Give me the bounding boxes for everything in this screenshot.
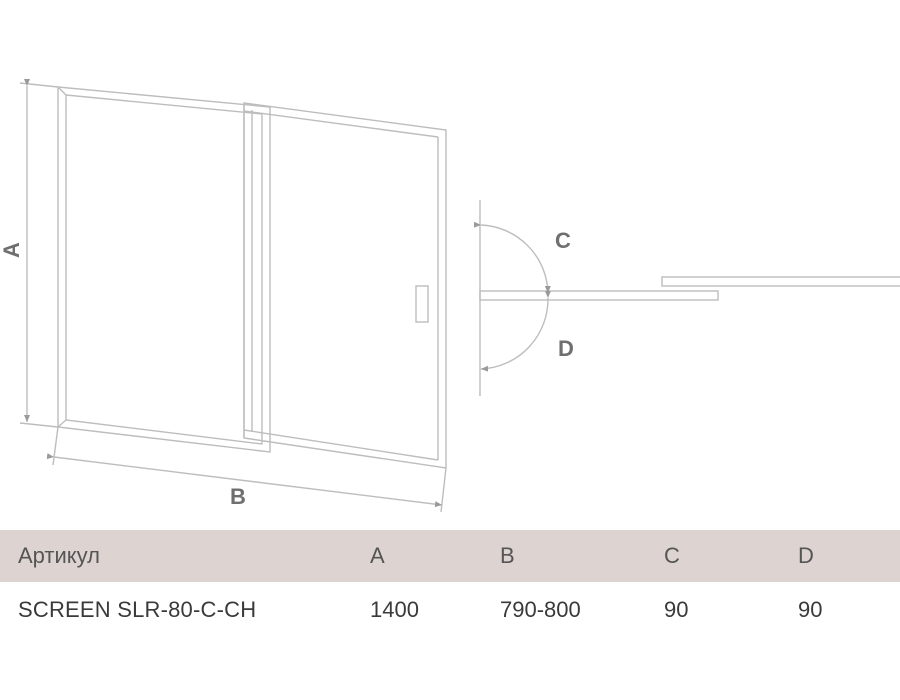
angle-arc-d: [480, 290, 551, 372]
dimension-b: [46, 426, 447, 513]
rotating-panel: [479, 290, 719, 301]
spec-table: Артикул A B C D SCREEN SLR-80-C-CH 1400 …: [0, 530, 900, 638]
cell-article: SCREEN SLR-80-C-CH: [18, 597, 257, 622]
top-view: [473, 200, 900, 396]
cell-d: 90: [798, 597, 823, 622]
handle: [415, 285, 429, 323]
label-b: B: [230, 484, 246, 509]
label-d: D: [558, 336, 574, 361]
dimension-a: [19, 79, 59, 428]
header-a: A: [370, 543, 385, 568]
header-article: Артикул: [18, 543, 101, 568]
cell-b: 790-800: [500, 597, 581, 622]
table-row: SCREEN SLR-80-C-CH 1400 790-800 90 90: [0, 582, 900, 638]
header-d: D: [798, 543, 814, 568]
header-b: B: [500, 543, 515, 568]
sliding-panel: [243, 102, 447, 469]
angle-arc-c: [473, 221, 551, 294]
fixed-panel: [57, 86, 271, 453]
cell-c: 90: [664, 597, 689, 622]
cell-a: 1400: [370, 597, 419, 622]
label-a: A: [0, 242, 24, 258]
spec-table-header: Артикул A B C D: [0, 530, 900, 582]
header-c: C: [664, 543, 680, 568]
bath-screen-diagram: A B C D: [0, 79, 900, 513]
sliding-panel-top: [661, 276, 900, 287]
front-view: [19, 79, 447, 513]
label-c: C: [555, 228, 571, 253]
